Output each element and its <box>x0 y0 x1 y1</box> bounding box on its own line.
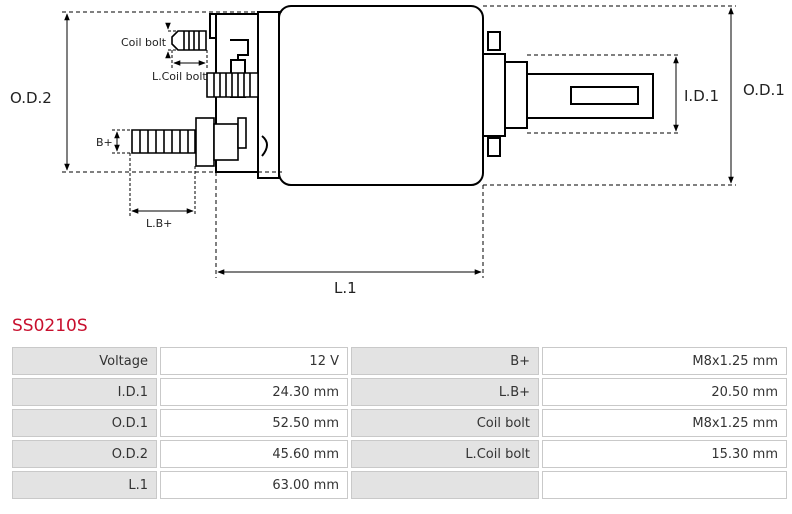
spec-label: Coil bolt <box>351 409 539 437</box>
od2-label: O.D.2 <box>10 89 52 107</box>
dimension-l1 <box>215 172 484 278</box>
coil-bolt <box>171 30 259 98</box>
part-code-title: SS0210S <box>12 316 88 336</box>
dimension-l-b-plus <box>129 153 196 216</box>
spec-label: I.D.1 <box>12 378 157 406</box>
table-row: O.D.1 52.50 mm Coil bolt M8x1.25 mm <box>12 409 787 437</box>
spec-value: 20.50 mm <box>542 378 787 406</box>
specifications-table: Voltage 12 V B+ M8x1.25 mm I.D.1 24.30 m… <box>9 344 790 502</box>
spec-value: 24.30 mm <box>160 378 348 406</box>
spec-label: L.1 <box>12 471 157 499</box>
table-row: I.D.1 24.30 mm L.B+ 20.50 mm <box>12 378 787 406</box>
l-b-plus-label: L.B+ <box>146 217 172 230</box>
spec-value: 63.00 mm <box>160 471 348 499</box>
spec-label: L.Coil bolt <box>351 440 539 468</box>
spec-label <box>351 471 539 499</box>
spec-value: 12 V <box>160 347 348 375</box>
dimension-od2 <box>62 11 282 173</box>
table-row: O.D.2 45.60 mm L.Coil bolt 15.30 mm <box>12 440 787 468</box>
solenoid-body <box>278 5 484 186</box>
spec-label: O.D.1 <box>12 409 157 437</box>
table-row: Voltage 12 V B+ M8x1.25 mm <box>12 347 787 375</box>
plunger <box>482 31 654 157</box>
spec-value <box>542 471 787 499</box>
b-plus-label: B+ <box>96 136 113 149</box>
spec-value: 52.50 mm <box>160 409 348 437</box>
spec-value: 15.30 mm <box>542 440 787 468</box>
dimension-b-plus <box>112 129 134 154</box>
spec-value: 45.60 mm <box>160 440 348 468</box>
id1-label: I.D.1 <box>684 87 719 105</box>
spec-label: L.B+ <box>351 378 539 406</box>
dimension-od1 <box>483 5 736 186</box>
od1-label: O.D.1 <box>743 81 785 99</box>
coil-bolt-label: Coil bolt <box>121 36 167 49</box>
spec-value: M8x1.25 mm <box>542 409 787 437</box>
b-plus-terminal-bolt <box>131 117 247 167</box>
dimension-id1 <box>527 54 681 134</box>
spec-label: B+ <box>351 347 539 375</box>
l-coil-bolt-label: L.Coil bolt <box>152 70 207 83</box>
spec-label: O.D.2 <box>12 440 157 468</box>
spec-value: M8x1.25 mm <box>542 347 787 375</box>
dimension-coil-bolt <box>165 22 180 59</box>
spec-label: Voltage <box>12 347 157 375</box>
l1-label: L.1 <box>334 279 357 297</box>
table-row: L.1 63.00 mm <box>12 471 787 499</box>
solenoid-technical-drawing: O.D.2 O.D.1 I.D.1 L.1 Coil bolt L.Coil b… <box>10 5 785 297</box>
dimension-l-coil-bolt <box>171 50 208 68</box>
